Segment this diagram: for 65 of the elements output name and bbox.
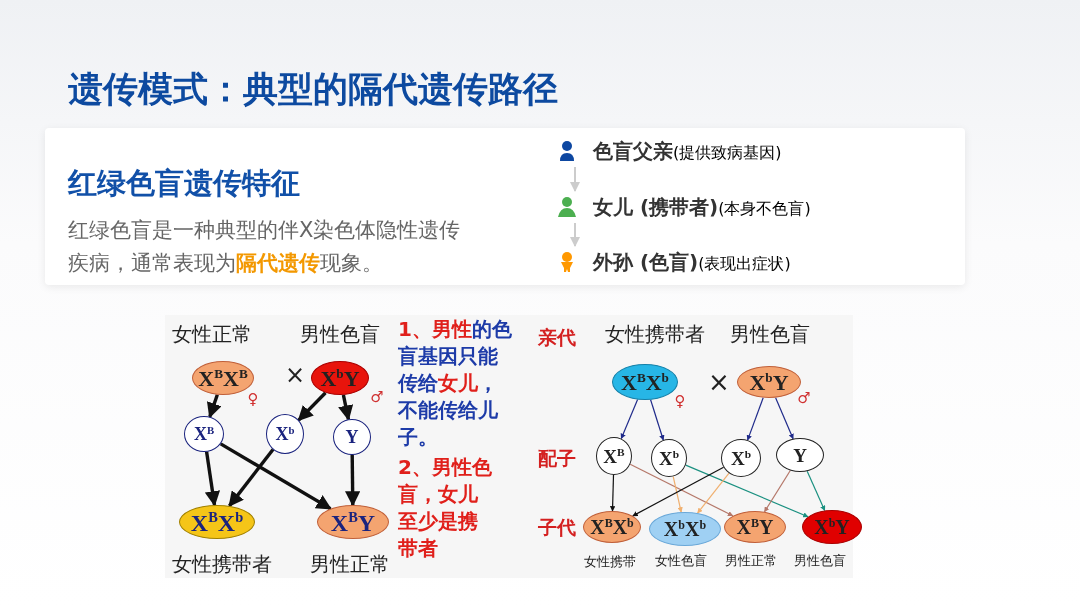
arrow (219, 442, 332, 511)
arrow (806, 470, 826, 512)
genotype-label: X$^{b}$ (730, 448, 752, 468)
genotype-label: X$^{B}$X$^{b}$ (590, 516, 634, 538)
title: 遗传模式：典型的隔代遗传路径 (68, 68, 558, 111)
arrow (650, 399, 665, 441)
body-text: 红绿色盲是一种典型的伴X染色体隐性遗传疾病，通常表现为隔代遗传现象。 (68, 217, 462, 277)
genotype-label: X$^{b}$ (275, 424, 295, 444)
arrow (620, 398, 639, 440)
arrow (672, 475, 683, 513)
arrow (775, 397, 794, 440)
genotype-label: X$^{B}$X$^{b}$ (190, 509, 244, 535)
sex-symbol: ♀ (674, 392, 686, 410)
generation-label: 亲代 (538, 325, 576, 350)
genotype-label: X$^{B}$X$^{B}$ (198, 366, 248, 390)
genotype-label: X$^{B}$Y (330, 509, 376, 535)
caption-label: 男性正常 (310, 550, 390, 578)
genotype-label: X$^{b}$Y (814, 516, 850, 538)
genotype-label: X$^{b}$Y (320, 366, 360, 390)
arrow (338, 394, 354, 421)
caption-label: 男性色盲 (300, 320, 380, 348)
genotype-label: Y (793, 445, 807, 465)
genotype-label: X$^{b}$Y (749, 370, 789, 394)
heading: 红绿色盲遗传特征 (68, 165, 300, 202)
genotype-label: X$^{b}$X$^{b}$ (663, 518, 707, 540)
genotype-label: X$^{B}$ (603, 446, 625, 466)
arrow (345, 454, 361, 507)
note-text: 2、男性色盲，女儿至少是携带者 (398, 454, 493, 562)
arrow (697, 472, 730, 514)
item-text: 外孙 (色盲)(表现出症状) (593, 248, 791, 276)
genotype-label: X$^{B}$Y (736, 516, 774, 538)
times-sign: × (285, 361, 306, 389)
caption-label: 女性携带者 (172, 550, 272, 578)
caption-label: 男性正常 (725, 552, 777, 570)
sex-symbol: ♂ (370, 388, 384, 406)
arrow (207, 394, 222, 419)
arrow (570, 222, 580, 247)
caption-label: 女性携带 (584, 553, 636, 571)
caption-label: 女性色盲 (655, 552, 707, 570)
genotype-label: X$^{b}$ (658, 448, 680, 468)
arrow (204, 451, 221, 507)
card-background (45, 128, 965, 285)
caption-label: 男性色盲 (794, 552, 846, 570)
caption-label: 女性正常 (172, 320, 252, 348)
arrow (629, 463, 734, 517)
note-text: 1、男性的色盲基因只能传给女儿，不能传给儿子。 (398, 316, 513, 451)
sex-symbol: ♀ (247, 390, 259, 408)
arrow (763, 469, 791, 513)
caption-label: 男性色盲 (730, 320, 810, 348)
arrow (297, 391, 327, 422)
item-text: 女儿 (携带者)(本身不色盲) (593, 193, 811, 221)
arrow (685, 464, 809, 518)
item-text: 色盲父亲(提供致病基因) (593, 137, 782, 165)
genotype-label: X$^{B}$X$^{b}$ (621, 370, 669, 394)
arrow (746, 397, 764, 441)
arrow (570, 166, 580, 192)
genotype-label: Y (345, 428, 359, 446)
generation-label: 配子 (538, 446, 576, 471)
sex-symbol: ♂ (797, 389, 811, 407)
arrow (609, 474, 616, 512)
genotype-label: X$^{B}$ (193, 424, 215, 444)
generation-label: 子代 (538, 515, 576, 540)
arrow (632, 466, 725, 517)
times-sign: × (708, 367, 730, 397)
caption-label: 女性携带者 (605, 320, 705, 348)
